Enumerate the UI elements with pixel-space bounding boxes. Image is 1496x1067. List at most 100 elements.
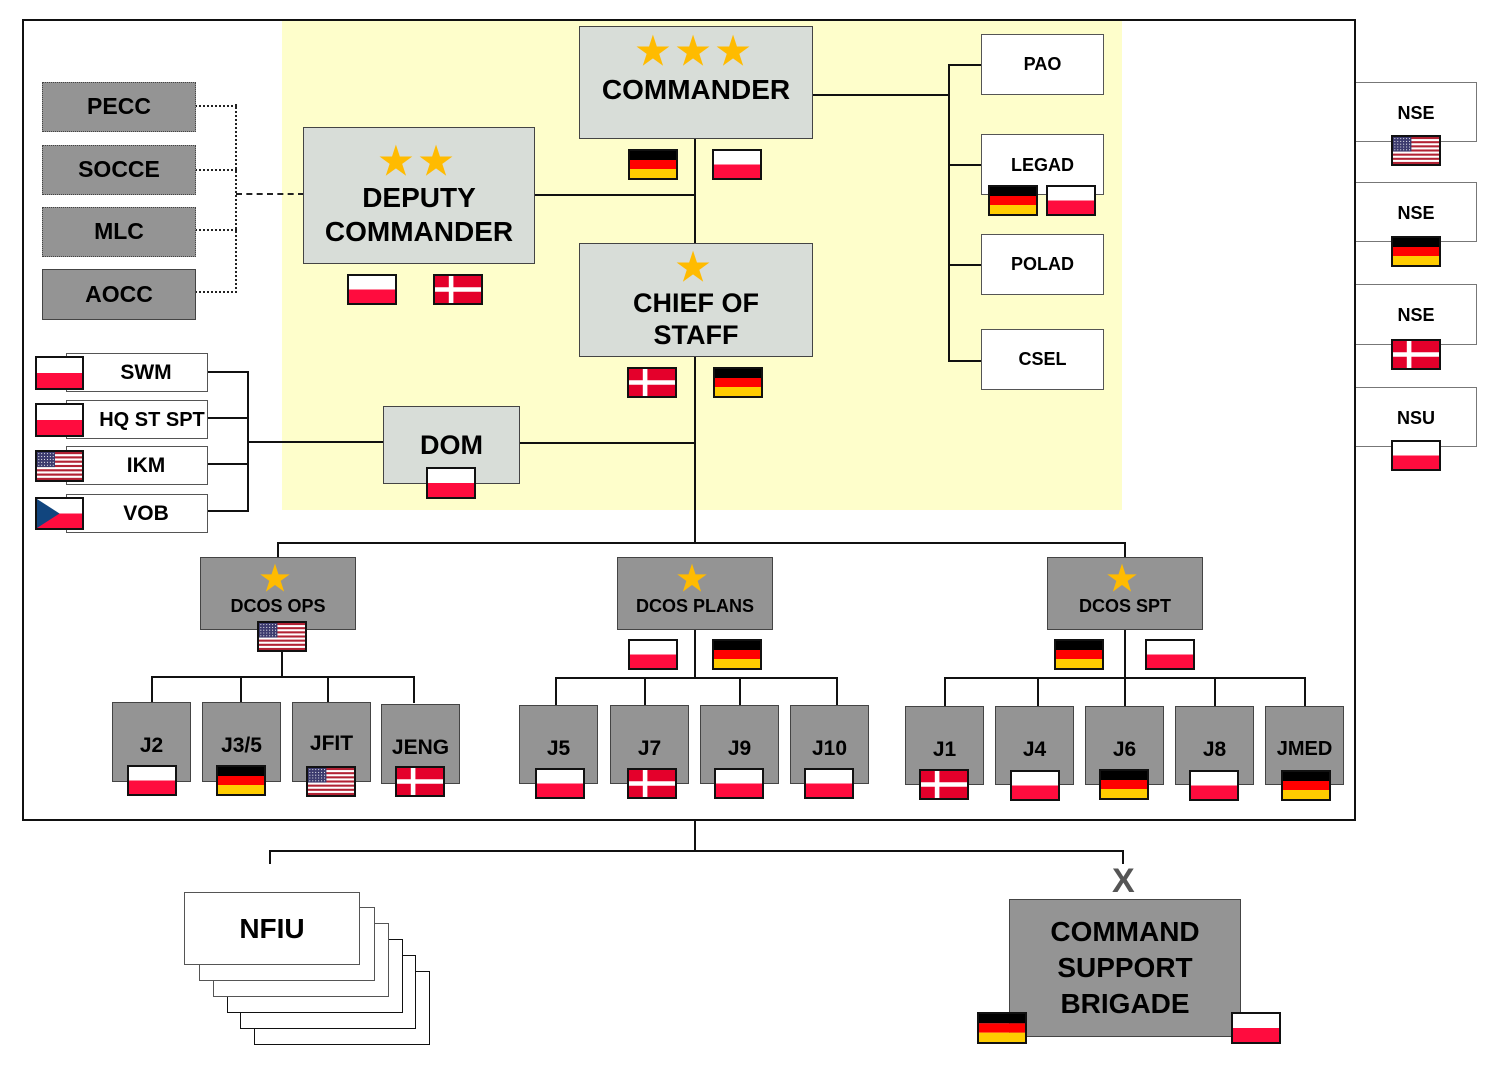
branch-label: J2 <box>139 734 164 757</box>
flag-usa-icon <box>1391 135 1441 166</box>
national-element-nsu-poland[interactable]: NSU <box>1356 387 1477 447</box>
one-star-icon: ★ <box>1106 560 1144 598</box>
flag-poland-icon <box>426 467 476 499</box>
one-star-icon: ★ <box>675 246 717 289</box>
branch-label: JMED <box>1276 738 1333 760</box>
dom-unit-hq-st-spt[interactable]: HQ ST SPT <box>66 400 208 439</box>
brigade-label-line3: BRIGADE <box>1060 987 1190 1019</box>
flag-germany-icon <box>1099 769 1149 800</box>
dcos-plans-box[interactable]: ★ DCOS PLANS <box>617 557 773 630</box>
liaison-cell-socce[interactable]: SOCCE <box>42 145 196 195</box>
dom-unit-ikm[interactable]: IKM <box>66 446 208 485</box>
connector <box>948 264 982 266</box>
liaison-cell-pecc[interactable]: PECC <box>42 82 196 132</box>
branch-jfit[interactable]: JFIT <box>292 702 371 782</box>
flag-denmark-icon <box>395 766 445 797</box>
dom-unit-vob[interactable]: VOB <box>66 494 208 533</box>
flag-denmark-icon <box>433 274 483 305</box>
connector <box>836 677 838 706</box>
branch-jeng[interactable]: JENG <box>381 704 460 784</box>
special-staff-legad[interactable]: LEGAD <box>981 134 1104 195</box>
connector <box>247 371 249 512</box>
flag-poland-icon <box>347 274 397 305</box>
national-element-nse-germany[interactable]: NSE <box>1356 182 1477 242</box>
special-staff-pao[interactable]: PAO <box>981 34 1104 95</box>
commander-box[interactable]: ★★★ COMMANDER <box>579 26 813 139</box>
connector <box>694 629 696 678</box>
flag-poland-icon <box>1010 770 1060 801</box>
command-support-brigade-box[interactable]: COMMAND SUPPORT BRIGADE <box>1009 899 1241 1037</box>
connector <box>277 542 1126 544</box>
connector <box>269 850 1124 852</box>
flag-poland-icon <box>804 768 854 799</box>
national-element-nse-usa[interactable]: NSE <box>1356 82 1477 142</box>
connector <box>1122 850 1124 864</box>
special-staff-csel[interactable]: CSEL <box>981 329 1104 390</box>
branch-label: J1 <box>932 738 957 761</box>
flag-germany-icon <box>988 185 1038 216</box>
one-star-icon: ★ <box>259 560 297 598</box>
flag-poland-icon <box>535 768 585 799</box>
connector <box>555 677 557 706</box>
flag-poland-icon <box>712 149 762 180</box>
flag-czechia-icon <box>35 497 84 530</box>
connector <box>1037 677 1039 706</box>
dcos-spt-box[interactable]: ★ DCOS SPT <box>1047 557 1203 630</box>
three-star-icon: ★★★ <box>635 31 757 73</box>
dom-unit-label: IKM <box>126 453 166 477</box>
national-element-nse-denmark[interactable]: NSE <box>1356 284 1477 345</box>
flag-germany-icon <box>1054 639 1104 670</box>
connector <box>240 676 242 703</box>
flag-poland-icon <box>35 356 84 390</box>
flag-germany-icon <box>712 639 762 670</box>
one-star-icon: ★ <box>676 560 714 598</box>
deputy-commander-box[interactable]: ★★ DEPUTY COMMANDER <box>303 127 535 264</box>
connector <box>1304 677 1306 706</box>
connector <box>1124 677 1126 706</box>
dcos-label: DCOS OPS <box>230 596 326 616</box>
branch-label: J6 <box>1112 738 1137 761</box>
flag-denmark-icon <box>627 768 677 799</box>
connector <box>207 417 248 419</box>
brigade-symbol: X <box>1112 862 1135 900</box>
national-element-label: NSE <box>1397 203 1435 223</box>
liaison-cell-label: MLC <box>94 218 144 245</box>
dcos-ops-box[interactable]: ★ DCOS OPS <box>200 557 356 630</box>
chief-of-staff-box[interactable]: ★ CHIEF OF STAFF <box>579 243 813 357</box>
flag-poland-icon <box>127 765 177 796</box>
flag-germany-icon <box>216 765 266 796</box>
branch-label: J4 <box>1022 738 1047 761</box>
branch-label: J3/5 <box>221 734 262 757</box>
two-star-icon: ★★ <box>378 140 460 183</box>
connector <box>1124 542 1126 558</box>
branch-label: J7 <box>637 737 662 760</box>
liaison-cell-mlc[interactable]: MLC <box>42 207 196 257</box>
national-element-label: NSE <box>1397 305 1435 325</box>
deputy-commander-label-line2: COMMANDER <box>324 215 514 247</box>
liaison-cell-aocc[interactable]: AOCC <box>42 269 196 320</box>
dashed-connector <box>195 105 237 107</box>
branch-label: J8 <box>1202 738 1227 761</box>
connector <box>739 677 741 706</box>
dom-label: DOM <box>420 430 483 460</box>
flag-poland-icon <box>35 403 84 437</box>
dashed-connector <box>195 229 237 231</box>
dashed-connector <box>195 291 237 293</box>
brigade-label-line1: COMMAND <box>1050 916 1200 948</box>
dashed-connector <box>236 193 304 195</box>
chief-of-staff-label-line1: CHIEF OF <box>633 287 759 318</box>
nfiu-box[interactable]: NFIU <box>184 892 360 965</box>
flag-usa-icon <box>35 450 84 482</box>
connector <box>269 850 271 864</box>
connector <box>151 676 153 703</box>
connector <box>944 677 946 706</box>
connector <box>555 677 838 679</box>
branch-j6[interactable]: J6 <box>1085 706 1164 785</box>
flag-denmark-icon <box>1391 339 1441 370</box>
branch-label: J5 <box>546 737 571 760</box>
dom-unit-swm[interactable]: SWM <box>66 353 208 392</box>
connector <box>694 820 696 852</box>
branch-label: JENG <box>391 736 450 759</box>
special-staff-polad[interactable]: POLAD <box>981 234 1104 295</box>
connector <box>813 94 949 96</box>
